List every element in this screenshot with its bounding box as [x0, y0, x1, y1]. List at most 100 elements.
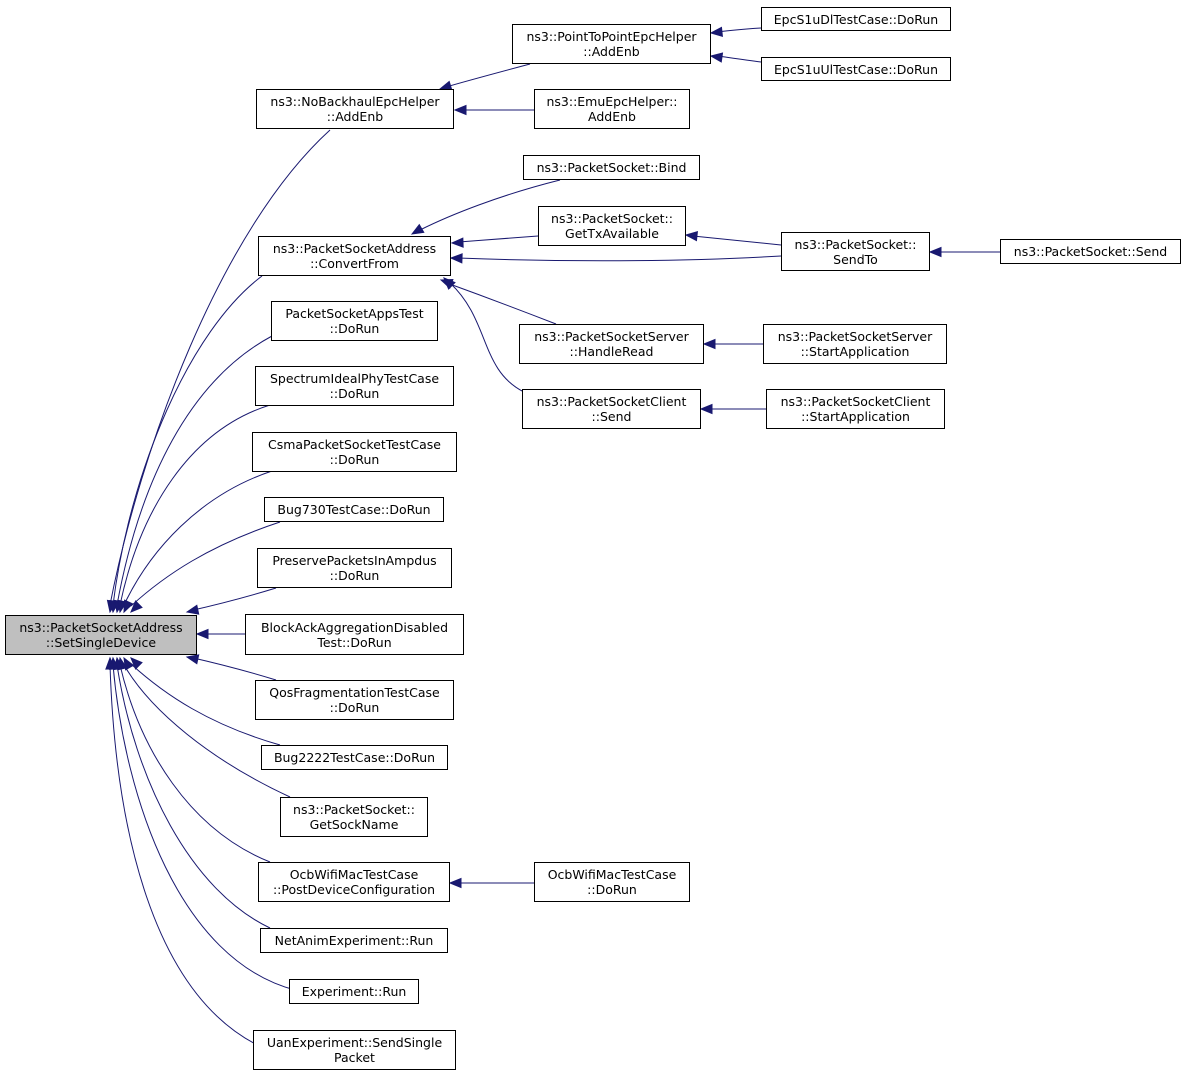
- node-epcul[interactable]: EpcS1uUlTestCase::DoRun: [761, 57, 951, 81]
- edge-emuepc-nobackhaul-arrowhead: [453, 104, 467, 116]
- node-emuepc-line1: ns3::EmuEpcHelper::: [546, 94, 678, 109]
- edge-bug2222-root: [130, 657, 281, 746]
- node-blockack-line2: Test::DoRun: [317, 634, 392, 650]
- node-epcul-line1: EpcS1uUlTestCase::DoRun: [773, 61, 938, 77]
- node-handleread[interactable]: ns3::PacketSocketServer ::HandleRead: [519, 324, 704, 364]
- edge-csma-root: [123, 470, 273, 614]
- node-send[interactable]: ns3::PacketSocket::Send: [1000, 239, 1181, 264]
- node-epcdl[interactable]: EpcS1uDlTestCase::DoRun: [761, 7, 951, 31]
- edge-appstest-root: [113, 335, 273, 614]
- edge-bug730-root-arrowhead: [130, 600, 143, 613]
- node-nobackhaul[interactable]: ns3::NoBackhaulEpcHelper ::AddEnb: [256, 89, 454, 129]
- node-appstest[interactable]: PacketSocketAppsTest ::DoRun: [271, 301, 438, 341]
- edge-sendto-gettx-line: [692, 235, 782, 246]
- edge-uan-root-arrowhead: [105, 656, 116, 670]
- edge-epcdl-p2pepc: [709, 26, 762, 38]
- edge-bug730-root: [130, 521, 281, 613]
- node-appstest-line2: ::DoRun: [329, 321, 380, 336]
- edge-preserve-root-line: [188, 587, 277, 612]
- node-sendto-line1: ns3::PacketSocket::: [794, 236, 917, 252]
- node-getsock[interactable]: ns3::PacketSocket:: GetSockName: [280, 797, 428, 837]
- node-uan-line2: Packet: [334, 1050, 375, 1065]
- edge-sendto-convert-line: [457, 255, 782, 262]
- node-send-line1: ns3::PacketSocket::Send: [1013, 244, 1168, 259]
- node-spectrum-line2: ::DoRun: [329, 386, 380, 401]
- edge-uan-root-line: [109, 664, 269, 1051]
- edge-bug2222-root-line: [130, 663, 281, 746]
- node-root-line2: ::SetSingleDevice: [45, 635, 157, 650]
- edge-bind-convert-line: [419, 179, 561, 231]
- node-ocbrun-line1: OcbWifiMacTestCase: [547, 867, 677, 882]
- node-sendto-line2: SendTo: [833, 251, 878, 267]
- edge-clientsend-convert: [443, 277, 525, 393]
- edge-bind-convert-arrowhead: [410, 223, 425, 235]
- edge-serverstart-handleread-arrowhead: [702, 338, 716, 350]
- edge-sendto-convert-arrowhead: [449, 253, 463, 264]
- edge-bind-convert: [410, 179, 561, 235]
- node-blockack-line1: BlockAckAggregationDisabled: [260, 619, 449, 635]
- node-preserve[interactable]: PreservePacketsInAmpdus ::DoRun: [257, 548, 452, 588]
- edge-qosfrag-root: [185, 654, 277, 681]
- node-sendto[interactable]: ns3::PacketSocket:: SendTo: [781, 232, 930, 271]
- edge-clientstart-clientsend: [699, 403, 766, 415]
- node-emuepc[interactable]: ns3::EmuEpcHelper:: AddEnb: [534, 89, 690, 129]
- edge-getsock-root-line: [123, 664, 291, 798]
- edge-sendto-convert: [449, 253, 782, 264]
- edge-send-sendto-arrowhead: [928, 246, 942, 258]
- node-clientstart[interactable]: ns3::PacketSocketClient ::StartApplicati…: [766, 389, 945, 429]
- node-bind-line1: ns3::PacketSocket::Bind: [536, 160, 687, 175]
- node-convert[interactable]: ns3::PacketSocketAddress ::ConvertFrom: [258, 236, 451, 276]
- edge-blockack-root-arrowhead: [195, 628, 209, 640]
- node-ocbrun-line2: ::DoRun: [587, 882, 637, 897]
- node-csma[interactable]: CsmaPacketSocketTestCase ::DoRun: [252, 432, 457, 472]
- node-root: ns3::PacketSocketAddress ::SetSingleDevi…: [5, 615, 197, 655]
- node-bug730[interactable]: Bug730TestCase::DoRun: [264, 497, 444, 522]
- edge-nobackhaul-root-line: [109, 129, 331, 606]
- node-p2pepc-line2: ::AddEnb: [583, 44, 640, 59]
- node-netanim[interactable]: NetAnimExperiment::Run: [260, 928, 448, 953]
- node-clientstart-line1: ns3::PacketSocketClient: [780, 394, 931, 409]
- node-clientsend[interactable]: ns3::PacketSocketClient ::Send: [522, 389, 701, 429]
- edge-send-sendto: [928, 246, 1000, 258]
- node-getsock-line1: ns3::PacketSocket::: [293, 802, 415, 817]
- node-handleread-line1: ns3::PacketSocketServer: [534, 329, 689, 344]
- node-uan-line1: UanExperiment::SendSingle: [266, 1035, 443, 1050]
- node-spectrum[interactable]: SpectrumIdealPhyTestCase ::DoRun: [255, 366, 454, 406]
- node-ocbpost[interactable]: OcbWifiMacTestCase ::PostDeviceConfigura…: [258, 862, 450, 902]
- node-clientsend-line1: ns3::PacketSocketClient: [536, 394, 687, 409]
- node-ocbrun[interactable]: OcbWifiMacTestCase ::DoRun: [534, 862, 690, 902]
- node-csma-line1: CsmaPacketSocketTestCase: [267, 437, 442, 452]
- node-qosfrag[interactable]: QosFragmentationTestCase ::DoRun: [255, 680, 454, 720]
- node-handleread-line2: ::HandleRead: [569, 344, 654, 359]
- node-experiment[interactable]: Experiment::Run: [289, 979, 419, 1004]
- edge-preserve-root: [185, 587, 277, 615]
- node-csma-line2: ::DoRun: [329, 452, 380, 467]
- node-experiment-line1: Experiment::Run: [301, 984, 407, 999]
- edge-convert-root-line: [112, 275, 263, 606]
- edge-epcdl-p2pepc-arrowhead: [709, 26, 723, 38]
- node-p2pepc[interactable]: ns3::PointToPointEpcHelper ::AddEnb: [512, 24, 711, 64]
- node-serverstart[interactable]: ns3::PacketSocketServer ::StartApplicati…: [763, 324, 947, 364]
- edge-ocbpost-root-line: [119, 664, 271, 863]
- node-blockack[interactable]: BlockAckAggregationDisabled Test::DoRun: [245, 614, 464, 655]
- node-ocbpost-line2: ::PostDeviceConfiguration: [272, 882, 436, 897]
- node-spectrum-line1: SpectrumIdealPhyTestCase: [269, 371, 440, 386]
- edge-emuepc-nobackhaul: [453, 104, 534, 116]
- edge-ocbrun-ocbpost-arrowhead: [448, 877, 462, 889]
- edge-sendto-gettx-arrowhead: [684, 230, 698, 242]
- node-bug2222[interactable]: Bug2222TestCase::DoRun: [261, 745, 448, 770]
- node-uan[interactable]: UanExperiment::SendSingle Packet: [253, 1030, 456, 1070]
- node-qosfrag-line2: ::DoRun: [329, 700, 380, 715]
- node-clientstart-line2: ::StartApplication: [801, 409, 910, 424]
- node-preserve-line1: PreservePacketsInAmpdus: [272, 553, 437, 568]
- edge-spectrum-root: [117, 404, 271, 614]
- edge-bug2222-root-arrowhead: [130, 657, 143, 670]
- node-gettx[interactable]: ns3::PacketSocket:: GetTxAvailable: [538, 206, 686, 246]
- edge-gettx-convert-arrowhead: [450, 237, 464, 248]
- node-emuepc-line2: AddEnb: [588, 109, 636, 124]
- node-appstest-line1: PacketSocketAppsTest: [285, 306, 424, 321]
- edge-preserve-root-arrowhead: [185, 604, 200, 615]
- edge-serverstart-handleread: [702, 338, 763, 350]
- node-bind[interactable]: ns3::PacketSocket::Bind: [523, 155, 700, 180]
